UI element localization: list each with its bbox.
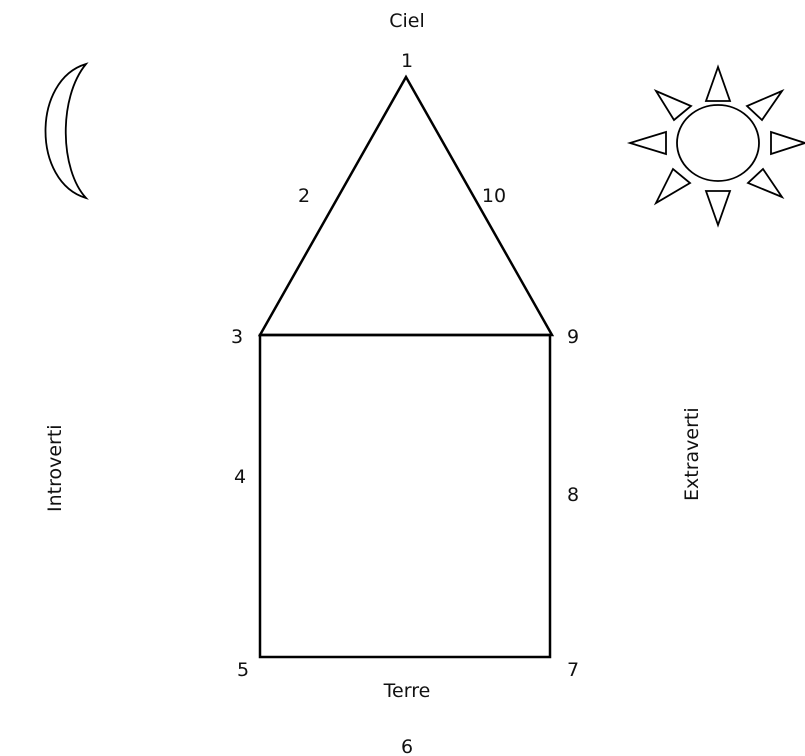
point-9: 9 (567, 326, 579, 348)
house-shape (257, 74, 555, 659)
sun-icon (626, 64, 805, 228)
label-ciel: Ciel (389, 10, 425, 32)
moon-icon (44, 62, 89, 200)
point-8: 8 (567, 484, 579, 506)
point-4: 4 (234, 466, 246, 488)
label-introverti: Introverti (44, 424, 66, 512)
label-terre: Terre (383, 680, 431, 702)
house-body (258, 333, 552, 659)
point-1: 1 (401, 50, 413, 72)
point-3: 3 (231, 326, 243, 348)
point-10: 10 (482, 185, 506, 207)
label-extraverti: Extraverti (681, 407, 703, 501)
point-2: 2 (298, 185, 310, 207)
point-6: 6 (401, 736, 413, 756)
point-5: 5 (237, 659, 249, 681)
point-7: 7 (567, 659, 579, 681)
